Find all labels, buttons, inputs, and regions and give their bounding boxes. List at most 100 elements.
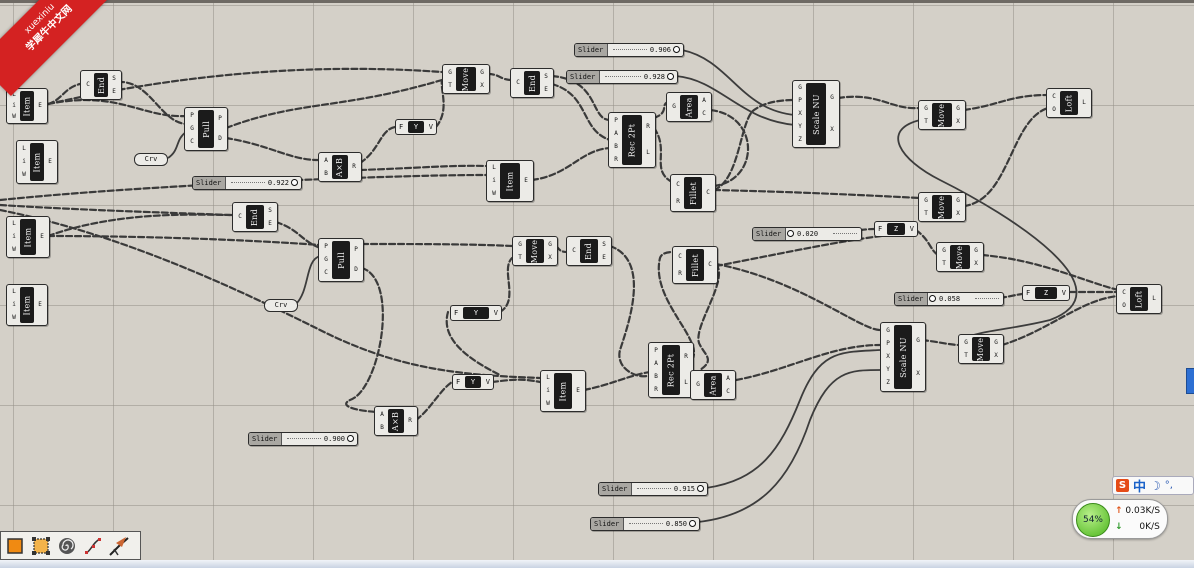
sogou-icon[interactable]: S — [1116, 479, 1129, 492]
number-slider[interactable]: Slider 0.058 — [894, 292, 1004, 306]
slider-knob[interactable] — [667, 73, 674, 80]
wire — [550, 74, 612, 122]
number-slider[interactable]: Slider 0.020 — [752, 227, 862, 241]
curve-param[interactable]: Crv — [134, 153, 168, 166]
wire — [980, 253, 1120, 292]
upload-speed: 0.03K/S — [1125, 506, 1161, 516]
wire — [0, 208, 542, 380]
number-slider[interactable]: Slider 0.906 — [574, 43, 684, 57]
wire — [486, 72, 514, 82]
slider-knob[interactable] — [347, 435, 354, 442]
number-slider[interactable]: Slider 0.928 — [566, 70, 678, 84]
component-label: Scale NU — [811, 93, 821, 135]
spiral-icon[interactable] — [55, 534, 78, 557]
punctuation-icon[interactable]: °, — [1164, 480, 1173, 491]
moon-icon[interactable]: ☽ — [1150, 478, 1161, 493]
component-label: Loft — [1064, 94, 1074, 112]
component-label: End — [527, 74, 537, 92]
slider-label: Slider — [599, 483, 632, 495]
slider-label: Slider — [249, 433, 282, 445]
slider-knob[interactable] — [697, 485, 704, 492]
curve-param[interactable]: Crv — [264, 299, 298, 312]
ime-mode[interactable]: 中 — [1133, 480, 1147, 495]
number-slider[interactable]: Slider 0.850 — [590, 517, 700, 531]
wire — [550, 82, 612, 142]
upload-arrow-icon: ↑ — [1115, 506, 1123, 516]
wire — [498, 256, 514, 314]
slider-value: 0.020 — [795, 228, 819, 240]
wire — [836, 95, 922, 110]
wire — [274, 220, 322, 250]
slider-knob[interactable] — [291, 179, 298, 186]
wire — [345, 266, 384, 414]
slider-knob[interactable] — [689, 520, 696, 527]
wire — [0, 203, 232, 217]
component-label: Loft — [1134, 290, 1144, 308]
network-monitor[interactable]: 54% ↑ 0.03K/S ↓ 0K/S — [1072, 499, 1168, 539]
number-slider[interactable]: Slider 0.915 — [598, 482, 708, 496]
box-icon[interactable] — [3, 534, 26, 557]
top-border — [0, 0, 1194, 3]
number-slider[interactable]: Slider 0.922 — [192, 176, 302, 190]
side-panel-tab[interactable] — [1186, 368, 1194, 394]
wire — [708, 108, 750, 188]
slider-knob[interactable] — [787, 230, 794, 237]
cpu-percent: 54% — [1076, 503, 1110, 537]
component-label: Item — [32, 152, 42, 172]
wire — [897, 119, 1078, 341]
component-label: A×B — [391, 411, 401, 431]
number-slider[interactable]: Slider 0.900 — [248, 432, 358, 446]
slider-knob[interactable] — [929, 295, 936, 302]
wire — [530, 146, 612, 182]
curve-points-icon[interactable] — [81, 534, 104, 557]
bounding-box-icon[interactable] — [29, 534, 52, 557]
slider-value: 0.850 — [663, 518, 687, 530]
component-label: Move — [976, 337, 986, 361]
canvas-toolbar — [0, 531, 141, 560]
ime-status-bar[interactable]: S 中 ☽ °, — [1112, 476, 1194, 495]
grasshopper-icon[interactable] — [107, 534, 130, 557]
wire — [608, 244, 652, 378]
slider-knob[interactable] — [673, 46, 680, 53]
component-label: Area — [684, 96, 694, 118]
wire — [920, 338, 962, 347]
wire — [46, 99, 188, 118]
slider-label: Slider — [193, 177, 226, 189]
